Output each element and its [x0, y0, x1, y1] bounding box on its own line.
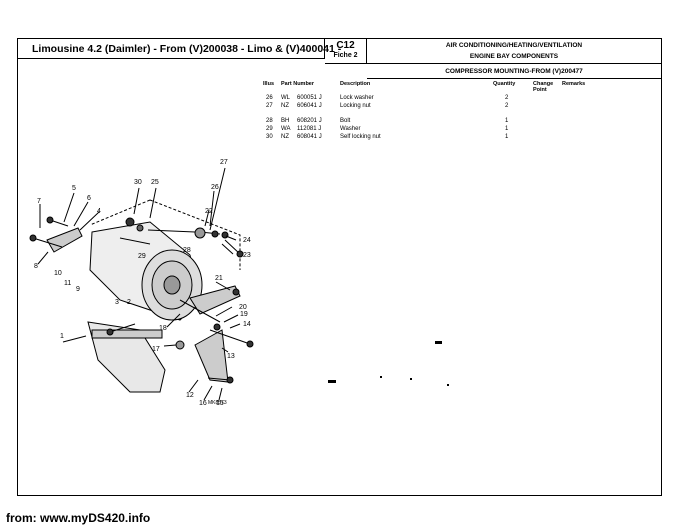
callout-4: 4: [97, 208, 101, 215]
callout-18: 18: [159, 325, 167, 332]
group-title: AIR CONDITIONING/HEATING/VENTILATION: [445, 42, 583, 49]
source-footer: from: www.myDS420.info: [6, 511, 151, 525]
callout-3: 3: [115, 299, 119, 306]
cell-part-number: 606041 J: [297, 103, 322, 109]
callout-9: 9: [76, 286, 80, 293]
cell-description: Washer: [340, 126, 361, 132]
callout-1: 1: [60, 333, 64, 340]
cell-description: Self locking nut: [340, 134, 381, 140]
callout-12: 12: [186, 392, 194, 399]
callout-2: 2: [127, 299, 131, 306]
callout-15: 15: [216, 400, 224, 407]
cell-description: Locking nut: [340, 103, 371, 109]
callout-20: 20: [239, 304, 247, 311]
col-change-point: Change Point: [533, 81, 554, 93]
page-title: Limousine 4.2 (Daimler) - From (V)200038…: [18, 39, 341, 59]
fiche-box: C12 Fiche 2: [325, 39, 367, 64]
cell-quantity: 1: [505, 134, 509, 140]
cell-prefix: BH: [281, 118, 290, 124]
cell-quantity: 1: [505, 118, 509, 124]
callout-23: 23: [243, 252, 251, 259]
cell-prefix: NZ: [281, 103, 289, 109]
callout-5: 5: [72, 185, 76, 192]
cell-illus: 27: [266, 103, 273, 109]
cell-illus: 29: [266, 126, 273, 132]
callout-29: 29: [138, 253, 146, 260]
col-quantity: Quantity: [493, 81, 516, 87]
callout-17: 17: [152, 346, 160, 353]
callout-6: 6: [87, 195, 91, 202]
cell-part-number: 608041 J: [297, 134, 322, 140]
cell-illus: 28: [266, 118, 273, 124]
page-frame: Limousine 4.2 (Daimler) - From (V)200038…: [17, 38, 662, 496]
cell-illus: 30: [266, 134, 273, 140]
callout-11: 11: [64, 280, 71, 287]
cell-part-number: 608201 J: [297, 118, 322, 124]
cell-quantity: 2: [505, 103, 509, 109]
callout-10: 10: [54, 270, 62, 277]
callout-8: 8: [34, 263, 38, 270]
group-heading: AIR CONDITIONING/HEATING/VENTILATION ENG…: [367, 39, 661, 64]
cell-quantity: 1: [505, 126, 509, 132]
callout-22: 22: [205, 208, 213, 215]
callout-24: 24: [243, 237, 251, 244]
cell-prefix: WL: [281, 95, 290, 101]
cell-prefix: WA: [281, 126, 291, 132]
diagram-reference: MK8573: [208, 400, 227, 406]
callout-25: 25: [151, 179, 159, 186]
callout-30: 30: [134, 179, 142, 186]
col-remarks: Remarks: [562, 81, 586, 87]
upper-bracket: [46, 227, 83, 253]
fiche-number: Fiche 2: [333, 52, 358, 59]
fiche-code: C12: [336, 40, 355, 51]
cell-quantity: 2: [505, 95, 509, 101]
cell-description: Bolt: [340, 118, 351, 124]
cell-description: Lock washer: [340, 95, 374, 101]
cell-part-number: 600051 J: [297, 95, 322, 101]
callout-27: 27: [220, 159, 228, 166]
callout-28: 28: [183, 247, 191, 254]
cell-part-number: 112081 J: [297, 126, 322, 132]
callout-21: 21: [215, 275, 223, 282]
callout-19: 19: [240, 311, 248, 318]
subgroup-title: COMPRESSOR MOUNTING-FROM (V)200477: [367, 64, 661, 79]
callout-13: 13: [227, 353, 235, 360]
callout-16: 16: [199, 400, 207, 407]
lower-bracket: [194, 329, 229, 383]
cell-prefix: NZ: [281, 134, 289, 140]
cell-illus: 26: [266, 95, 273, 101]
col-description: Description: [340, 81, 371, 87]
callout-26: 26: [211, 184, 219, 191]
col-illus: Illus: [263, 81, 275, 87]
col-part-number: Part Number: [281, 81, 315, 87]
section-title: ENGINE BAY COMPONENTS: [469, 53, 559, 60]
callout-7: 7: [37, 198, 41, 205]
callout-labels: 1 2 3 4 5 6 7 8 9 10 11 12 13 14 15 16 1…: [34, 159, 251, 407]
callout-14: 14: [243, 321, 251, 328]
